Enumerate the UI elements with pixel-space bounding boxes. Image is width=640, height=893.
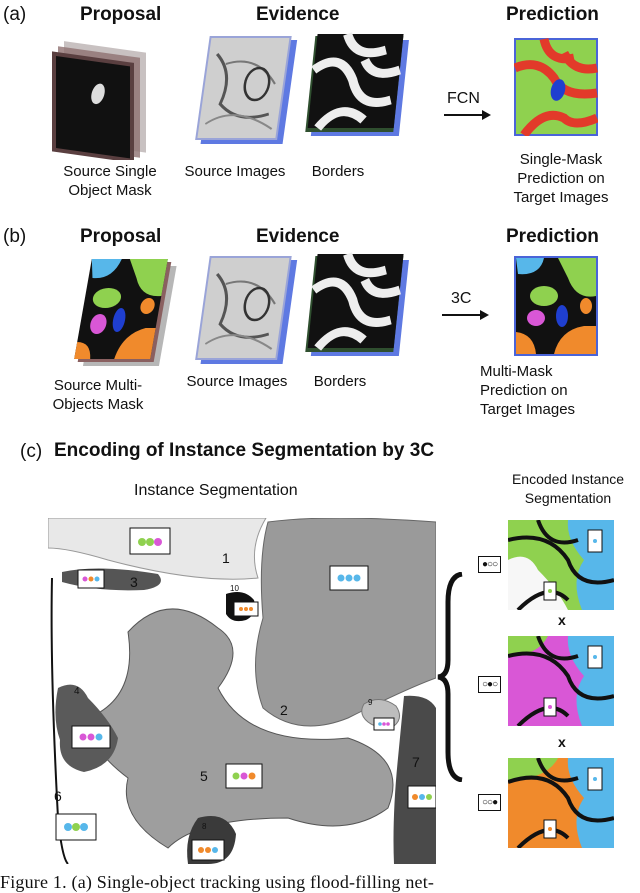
times-sign-1: x	[558, 612, 566, 628]
panel-b-letter: (b)	[3, 226, 27, 247]
caption-borders-a: Borders	[311, 163, 365, 180]
source-images-stack-a	[195, 36, 298, 144]
region-label-2: 2	[280, 702, 288, 718]
panel-a-letter: (a)	[3, 4, 27, 25]
caption-source-multi-objects-mask: Source Multi- Objects Mask	[52, 377, 144, 413]
region-label-3: 3	[130, 574, 138, 590]
figure-caption: Figure 1. (a) Single-object tracking usi…	[0, 872, 435, 892]
panel-c-title: Encoding of Instance Segmentation by 3C	[54, 440, 435, 461]
caption-source-images-b: Source Images	[186, 373, 288, 390]
encoded-image-1	[508, 520, 614, 610]
fcn-arrow-label: FCN	[447, 90, 480, 107]
encoded-image-2	[508, 636, 614, 726]
multi-object-mask-stack	[74, 259, 177, 366]
caption-source-single-object-mask: Source Single Object Mask	[63, 163, 157, 199]
dot-box-region-6	[55, 813, 97, 841]
curly-brace	[437, 572, 463, 782]
caption-single-mask-prediction: Single-Mask Prediction on Target Images	[513, 151, 609, 206]
code-box-3: ○○●	[478, 794, 502, 811]
3c-arrow	[442, 310, 489, 320]
encoded-image-3	[508, 758, 614, 848]
source-images-stack-b	[195, 256, 298, 364]
instance-segmentation-map	[48, 518, 436, 864]
dot-box-region-4	[71, 725, 111, 749]
panel-a-evidence-heading: Evidence	[256, 4, 340, 25]
panel-b-proposal-heading: Proposal	[80, 226, 162, 247]
multi-mask-prediction	[514, 256, 598, 356]
caption-source-images-a: Source Images	[184, 163, 286, 180]
region-label-5: 5	[200, 768, 208, 784]
panel-a-proposal-heading: Proposal	[80, 4, 162, 25]
panel-b-evidence-heading: Evidence	[256, 226, 340, 247]
region-label-9: 9	[368, 698, 373, 707]
dot-box-region-10	[233, 601, 259, 617]
region-label-10: 10	[230, 584, 239, 593]
dot-box-region-5	[225, 763, 263, 789]
caption-borders-b: Borders	[313, 373, 367, 390]
borders-stack-b	[305, 252, 409, 356]
caption-multi-mask-prediction: Multi-Mask Prediction on Target Images	[480, 363, 576, 418]
region-label-7: 7	[412, 754, 420, 770]
encoded-instance-segmentation-title: Encoded Instance Segmentation	[511, 471, 625, 506]
code-box-2: ○●○	[478, 676, 502, 693]
region-label-6: 6	[54, 788, 62, 804]
region-label-1: 1	[222, 550, 230, 566]
region-label-8: 8	[202, 822, 207, 831]
dot-box-region-2	[329, 565, 369, 591]
instance-segmentation-title: Instance Segmentation	[134, 482, 298, 499]
borders-stack-a	[305, 32, 409, 136]
region-label-4: 4	[74, 686, 80, 697]
fcn-arrow	[444, 110, 491, 120]
dot-box-region-8	[191, 839, 225, 861]
dot-box-region-9	[373, 717, 395, 731]
times-sign-2: x	[558, 734, 566, 750]
3c-arrow-label: 3C	[451, 290, 472, 307]
dot-box-region-7	[407, 785, 436, 809]
dot-box-region-1	[129, 527, 171, 555]
dot-box-region-3	[77, 569, 105, 589]
single-mask-prediction	[514, 38, 598, 136]
panel-b-prediction-heading: Prediction	[506, 226, 599, 247]
single-object-mask-stack	[52, 41, 146, 160]
panel-c-letter: (c)	[20, 441, 43, 462]
panel-a-prediction-heading: Prediction	[506, 4, 599, 25]
code-box-1: ●○○	[478, 556, 502, 573]
